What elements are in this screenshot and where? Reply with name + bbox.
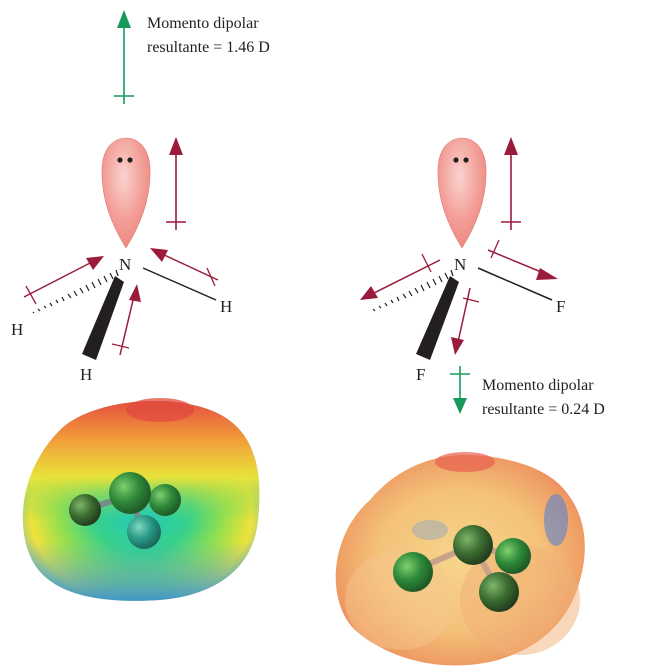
nf3-lone-pair-dot	[453, 157, 459, 163]
nf3-model-atom	[393, 552, 433, 592]
nf3-central-atom: N	[454, 255, 466, 274]
nf3-bond-wedge-bottom	[416, 276, 459, 360]
nh3-lone-pair-lobe	[101, 137, 151, 249]
nf3-dipole-label-line1: Momento dipolar	[482, 377, 594, 394]
nh3-electrostatic-potential-map	[22, 398, 260, 601]
nh3-model-atom	[149, 484, 181, 516]
nh3-molecule: Momento dipolar resultante = 1.46 D N H	[11, 10, 270, 384]
nf3-model-atom	[495, 538, 531, 574]
nf3-lone-pair-lobe	[437, 137, 487, 249]
nh3-atom-h-right: H	[220, 297, 232, 316]
nh3-dipole-label-line2: resultante = 1.46 D	[147, 39, 270, 56]
nh3-lone-pair-dot	[117, 157, 123, 163]
nh3-lone-pair-dot	[127, 157, 133, 163]
nf3-resultant-dipole-arrow	[450, 366, 470, 414]
nh3-bond-dipole-arrow-bottom	[111, 284, 141, 356]
nf3-atom-f-bottom: F	[416, 365, 425, 384]
nf3-bond-right	[477, 267, 553, 301]
nf3-lone-pair-dipole-arrow	[501, 137, 521, 230]
nf3-bond-dipole-arrow-bottom	[451, 287, 480, 355]
nh3-dipole-label-line1: Momento dipolar	[147, 15, 259, 32]
nh3-atom-h-bottom: H	[80, 365, 92, 384]
nf3-bond-hashed-left	[372, 269, 454, 312]
nh3-central-atom: N	[119, 255, 131, 274]
nf3-bond-dipole-arrow-left	[360, 253, 441, 300]
nh3-bond-right	[142, 267, 217, 301]
nh3-bond-wedge-bottom	[82, 276, 124, 360]
nh3-model-atom	[69, 494, 101, 526]
nf3-model-atom	[453, 525, 493, 565]
nh3-bond-hashed-left	[32, 269, 119, 314]
nh3-bond-dipole-arrow-left	[23, 256, 104, 305]
nf3-dipole-label-line2: resultante = 0.24 D	[482, 401, 605, 418]
nf3-electrostatic-potential-map	[335, 452, 585, 666]
nh3-atom-h-left: H	[11, 320, 23, 339]
nh3-resultant-dipole-arrow	[114, 10, 134, 104]
nh3-model-atom	[127, 515, 161, 549]
nh3-model-atom	[109, 472, 151, 514]
nf3-bond-dipole-arrow-right	[487, 239, 558, 280]
nf3-lone-pair-dot	[463, 157, 469, 163]
nf3-atom-f-right: F	[556, 297, 565, 316]
nh3-lone-pair-dipole-arrow	[166, 137, 186, 230]
nf3-molecule: N F F	[360, 137, 605, 418]
nh3-bond-dipole-arrow-right	[150, 248, 219, 287]
nf3-model-atom	[479, 572, 519, 612]
